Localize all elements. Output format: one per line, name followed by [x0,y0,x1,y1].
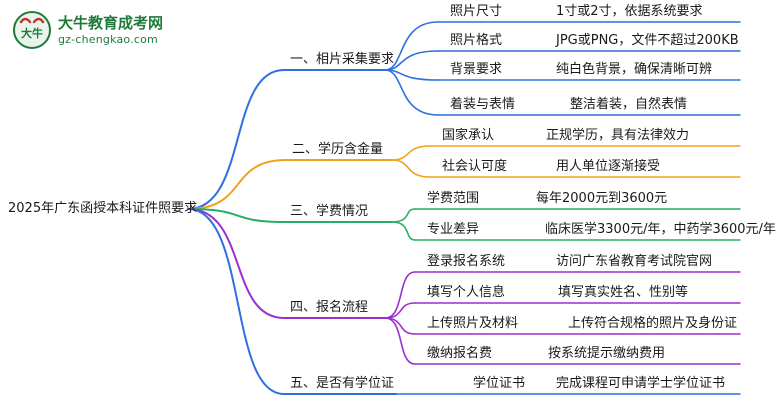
brand-url: gz-chengkao.com [58,33,158,46]
branch-connector [187,208,285,319]
child-detail: 纯白色背景，确保清晰可辨 [556,62,713,77]
child-detail: 临床医学3300元/年，中药学3600元/年 [545,222,776,237]
brand-logo: 大牛 大牛教育成考网 gz-chengkao.com [8,8,188,52]
child-detail: 1寸或2寸，依据系统要求 [556,4,703,19]
child-label: 缴纳报名费 [427,346,493,361]
child-connector [391,221,416,241]
mindmap-canvas [187,21,741,395]
child-connector [384,317,416,335]
child-detail: 用人单位逐渐接受 [556,159,661,174]
branch-connector [187,69,285,210]
child-label: 照片尺寸 [450,4,503,19]
child-label: 上传照片及材料 [427,316,519,331]
branch-label: 四、报名流程 [290,300,369,315]
child-connector [384,69,439,81]
branch-connector [187,208,285,395]
child-connector [391,208,416,223]
brand-name: 大牛教育成考网 [58,14,164,32]
branch-connector [187,208,285,223]
child-detail: 整洁着装，自然表情 [570,97,688,112]
child-label: 登录报名系统 [427,254,506,269]
child-connector [391,145,431,161]
child-connector [384,69,439,116]
branch-label: 三、学费情况 [290,204,369,219]
child-label: 学费范围 [427,191,480,206]
child-detail: 访问广东省教育考试院官网 [556,254,713,269]
branch-label: 五、是否有学位证 [290,376,395,391]
child-connector [384,21,439,71]
child-label: 背景要求 [450,62,503,77]
child-detail: JPG或PNG，文件不超过200KB [556,33,739,48]
child-connector [384,302,416,319]
child-label: 填写个人信息 [427,285,506,300]
child-detail: 填写真实姓名、性别等 [558,285,689,300]
child-label: 国家承认 [442,128,495,143]
child-connector [384,317,416,365]
child-connector [391,159,431,178]
child-connector [384,271,416,319]
child-detail: 每年2000元到3600元 [536,191,668,206]
child-label: 社会认可度 [442,159,508,174]
child-label: 着装与表情 [450,97,516,112]
child-label: 学位证书 [473,376,526,391]
bull-logo-icon: 大牛 [13,11,51,49]
child-label: 专业差异 [427,222,480,237]
branch-label: 二、学历含金量 [292,142,384,157]
child-detail: 按系统提示缴纳费用 [548,346,666,361]
root-topic: 2025年广东函授本科证件照要求 [8,201,198,216]
child-detail: 正规学历，具有法律效力 [546,128,690,143]
logo-glyph-text: 大牛 [21,26,43,40]
branch-connector [187,159,287,210]
child-detail: 完成课程可申请学士学位证书 [556,376,726,391]
branch-label: 一、相片采集要求 [290,52,395,67]
child-connector [384,50,439,71]
child-detail: 上传符合规格的照片及身份证 [568,316,738,331]
child-label: 照片格式 [450,33,503,48]
